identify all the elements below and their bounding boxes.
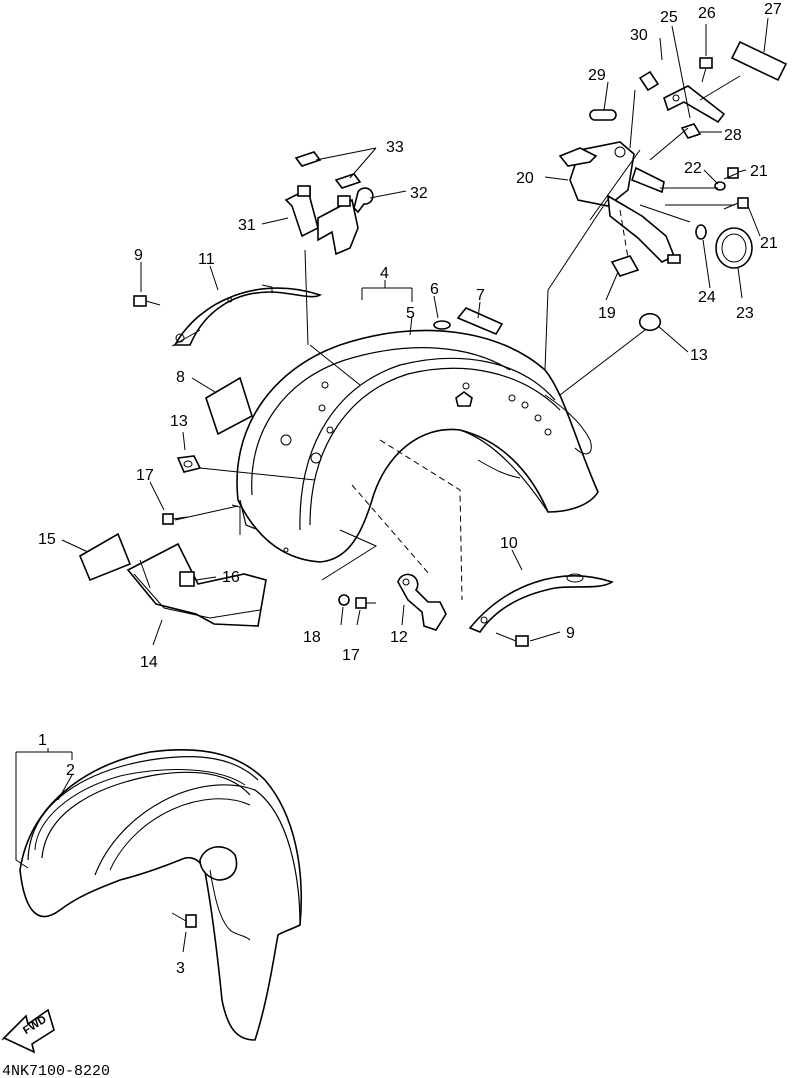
washer-24: [695, 224, 707, 240]
fender-stay-right: [468, 573, 614, 633]
cover-14: [126, 542, 267, 627]
bracket-31: [284, 185, 359, 256]
nut-28: [680, 123, 702, 139]
callout-14: 14: [140, 654, 158, 671]
callout-4: 4: [380, 265, 389, 282]
fwd-arrow: FWD: [2, 1008, 55, 1054]
pad-33: [294, 151, 362, 189]
callout-9-right: 9: [566, 625, 575, 642]
callout-6: 6: [430, 281, 439, 298]
callout-28: 28: [724, 127, 742, 144]
bracket-25: [663, 85, 726, 124]
callout-25: 25: [660, 9, 678, 26]
callout-17-left: 17: [136, 467, 154, 484]
callout-9-left: 9: [134, 247, 143, 264]
callout-13-right: 13: [690, 347, 708, 364]
bolt-3: [171, 912, 197, 928]
bolt-21-bottom: [723, 197, 749, 210]
callout-32: 32: [410, 185, 428, 202]
callout-3: 3: [176, 960, 185, 977]
callout-2: 2: [66, 762, 75, 779]
callout-30: 30: [630, 27, 648, 44]
plate-27: [730, 40, 788, 82]
callout-27: 27: [764, 1, 782, 18]
drawing-code: 4NK7100-8220: [2, 1063, 110, 1078]
sheet-15: [78, 532, 132, 582]
bolt-21-top: [723, 167, 739, 180]
leader-lines: [1, 17, 769, 1041]
washer-18: [338, 594, 350, 606]
fender-stay-left: [173, 284, 322, 346]
bolt-26: [699, 57, 713, 83]
callout-15: 15: [38, 531, 56, 548]
screw-17-bottom: [355, 597, 376, 609]
callout-31: 31: [238, 217, 256, 234]
bolt-9-left: [133, 295, 161, 307]
callout-8: 8: [176, 369, 185, 386]
callout-24: 24: [698, 289, 716, 306]
bolt-9-right: [495, 632, 529, 647]
holder-12: [397, 573, 447, 631]
clip-19: [610, 255, 640, 277]
callout-13-left: 13: [170, 413, 188, 430]
callout-16: 16: [222, 569, 240, 586]
callout-17-bottom: 17: [342, 647, 360, 664]
callout-29: 29: [588, 67, 606, 84]
callout-11: 11: [198, 251, 215, 268]
plate-7: [456, 307, 504, 336]
callout-26: 26: [698, 5, 716, 22]
front-fender: [19, 749, 303, 1041]
callout-10: 10: [500, 535, 518, 552]
reflector-23: [715, 227, 753, 269]
callout-12: 12: [390, 629, 408, 646]
callout-labels: 1 2 3 4 5 6 7 8 9 9 10 11 12 13 13 14 15…: [38, 1, 782, 977]
screw-17-left: [162, 513, 188, 525]
cap-30: [638, 70, 660, 92]
clip-16: [179, 571, 195, 587]
grommet-13-right: [638, 313, 662, 331]
callout-23: 23: [736, 305, 754, 322]
pin-29: [589, 109, 617, 121]
rear-fender: [231, 329, 599, 563]
grommet-13-left: [176, 455, 202, 473]
callout-20: 20: [516, 170, 534, 187]
callout-33: 33: [386, 139, 404, 156]
callout-19: 19: [598, 305, 616, 322]
plate-8: [205, 376, 253, 436]
callout-5: 5: [406, 305, 415, 322]
connection-lines: [171, 75, 741, 601]
washer-6: [433, 320, 451, 330]
callout-21-bottom: 21: [760, 235, 778, 252]
bracket-20: [558, 141, 681, 264]
callout-18: 18: [303, 629, 321, 646]
callout-1: 1: [38, 732, 47, 749]
callout-21-top: 21: [750, 163, 768, 180]
callout-7: 7: [476, 287, 485, 304]
callout-22: 22: [684, 160, 702, 177]
bolt-32: [353, 187, 374, 214]
